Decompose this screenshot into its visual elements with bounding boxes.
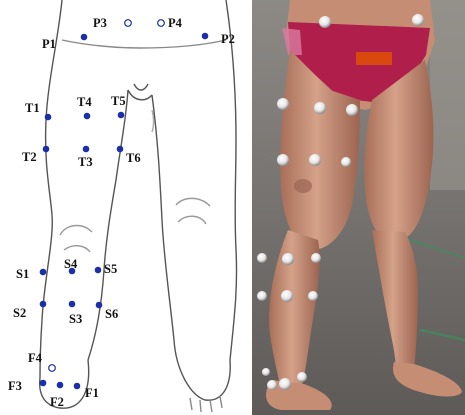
label-f4: F4	[28, 351, 43, 365]
marker-dot-f2	[57, 382, 64, 389]
label-s6: S6	[105, 307, 118, 321]
marker-open-f4	[49, 365, 56, 372]
line-drawing-panel: P1 P2 P3 P4 T1 T2 T3 T4 T5 T6 S1 S2 S3 S…	[0, 0, 252, 415]
label-t5: T5	[111, 94, 126, 108]
label-p4: P4	[168, 16, 183, 30]
marker-dot-s2	[40, 301, 47, 308]
marker-dot-s3	[69, 301, 76, 308]
briefs-patch	[356, 52, 392, 65]
label-p1: P1	[42, 37, 56, 51]
marker-open-p4	[158, 20, 165, 27]
label-s4: S4	[64, 257, 78, 271]
photo-panel	[252, 0, 465, 415]
marker-dot-p2	[202, 33, 209, 40]
marker-open-p3	[125, 20, 132, 27]
marker-dot-t6	[117, 146, 124, 153]
marker-dot-f1	[74, 383, 81, 390]
label-t4: T4	[77, 95, 92, 109]
label-s2: S2	[13, 306, 26, 320]
marker-dot-s1	[40, 269, 47, 276]
label-s5: S5	[104, 262, 117, 276]
label-p2: P2	[221, 32, 235, 46]
label-f1: F1	[85, 386, 99, 400]
marker-dot-t3	[83, 146, 90, 153]
marker-dot-s6	[96, 302, 103, 309]
label-t1: T1	[25, 101, 40, 115]
label-s3: S3	[69, 312, 82, 326]
marker-dot-t4	[84, 113, 91, 120]
marker-dot-t5	[118, 112, 125, 119]
marker-dot-t2	[43, 146, 50, 153]
label-t2: T2	[22, 150, 37, 164]
marker-dot-f3	[40, 380, 47, 387]
label-p3: P3	[93, 16, 107, 30]
label-t3: T3	[78, 155, 93, 169]
marker-dot-s5	[95, 267, 102, 274]
label-t6: T6	[126, 151, 141, 165]
marker-dot-p1	[81, 34, 88, 41]
label-f3: F3	[8, 379, 22, 393]
label-s1: S1	[16, 267, 29, 281]
marker-dot-t1	[45, 114, 52, 121]
label-f2: F2	[50, 395, 64, 409]
